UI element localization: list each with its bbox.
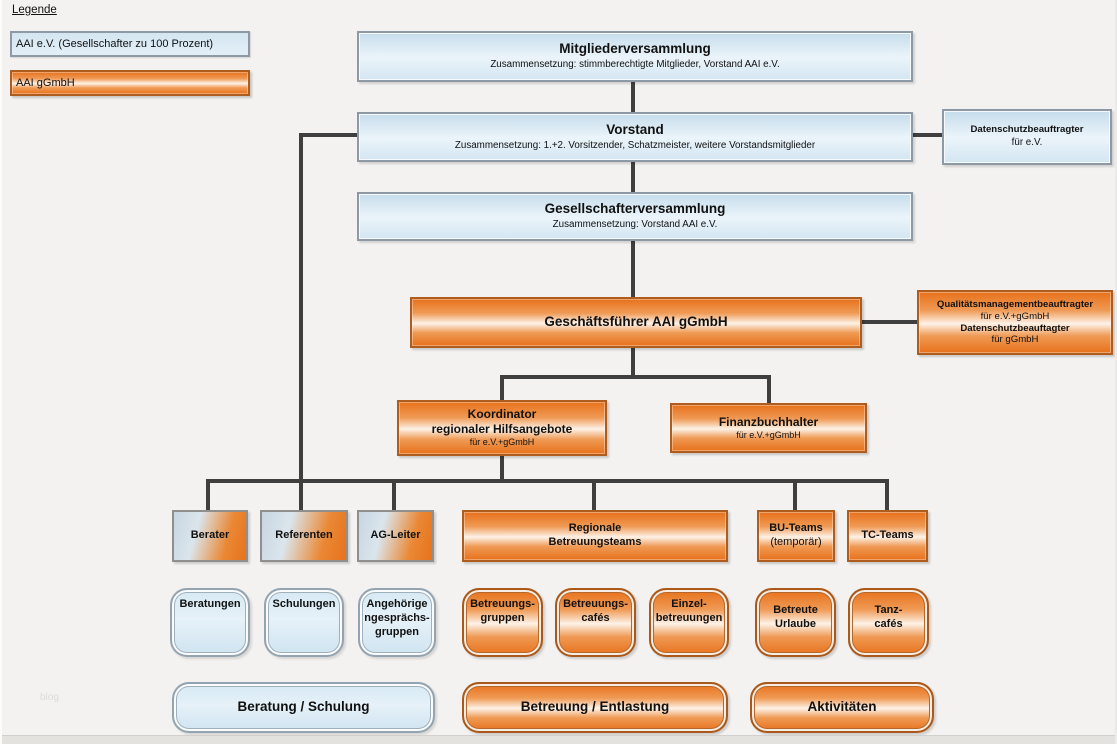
legend-title: Legende	[12, 4, 57, 16]
node-subtitle: Zusammensetzung: stimmberechtigte Mitgli…	[490, 59, 780, 71]
connector-line	[500, 456, 504, 483]
connector-line	[392, 479, 396, 511]
connector-line	[299, 133, 359, 137]
node-title: TC-Teams	[861, 529, 914, 542]
node-title: Betreuung / Entlastung	[520, 699, 670, 715]
node-line1: Betreute	[773, 604, 818, 616]
node-line3: Datenschutzbeauftagter	[960, 322, 1070, 334]
node-line1: Angehörige	[366, 598, 428, 610]
node-title-line1: Koordinator	[467, 407, 537, 422]
node-line2: Urlaube	[775, 617, 816, 630]
node-line1: BU-Teams	[769, 522, 823, 535]
node-line2: cafés	[581, 611, 610, 624]
node-bu-teams: BU-Teams (temporär)	[757, 510, 835, 562]
connector-line	[631, 162, 635, 193]
node-line2: gruppen	[480, 611, 525, 624]
node-subtitle: Zusammensetzung: Vorstand AAI e.V.	[552, 219, 718, 231]
legend-item-aai-ev: AAI e.V. (Gesellschafter zu 100 Prozent)	[10, 31, 250, 57]
node-subtitle: für e.V.+gGmbH	[469, 437, 535, 448]
node-tanzcafes: Tanz- cafés	[848, 588, 929, 657]
node-berater: Berater	[172, 510, 248, 562]
node-finanzbuchhalter: Finanzbuchhalter für e.V.+gGmbH	[670, 403, 867, 453]
legend-item-label: AAI gGmbH	[16, 77, 75, 89]
connector-line	[767, 375, 771, 405]
node-title: Aktivitäten	[807, 699, 877, 715]
node-title: Mitgliederversammlung	[559, 41, 711, 57]
node-title: Vorstand	[606, 121, 664, 137]
node-datenschutzbeauftragter-ev: Datenschutzbeauftragter für e.V.	[942, 109, 1112, 165]
watermark: blog	[40, 692, 59, 703]
node-angehoerigengespraechsgruppen: Angehörige ngesprächs- gruppen	[358, 588, 436, 657]
node-title: Beratung / Schulung	[237, 699, 370, 715]
node-title: Finanzbuchhalter	[718, 414, 819, 429]
node-einzelbetreuungen: Einzel- betreuungen	[649, 588, 729, 657]
node-line2: für e.V.+gGmbH	[980, 310, 1050, 322]
connector-line	[631, 241, 635, 298]
node-referenten: Referenten	[260, 510, 348, 562]
node-line1: Betreuungs-	[563, 598, 628, 610]
node-subtitle: für e.V.+gGmbH	[736, 429, 801, 440]
node-tc-teams: TC-Teams	[847, 510, 928, 562]
node-line1: Qualitätsmanagementbeauftragter	[936, 298, 1094, 310]
node-subtitle: Zusammensetzung: 1.+2. Vorsitzender, Sch…	[454, 139, 816, 151]
node-line2: ngesprächs-	[364, 611, 430, 624]
node-title: Beratungen	[179, 598, 241, 610]
node-beratungen: Beratungen	[170, 588, 250, 657]
node-line4: für gGmbH	[991, 334, 1039, 346]
node-beratung-schulung: Beratung / Schulung	[172, 682, 435, 733]
legend-item-label: AAI e.V. (Gesellschafter zu 100 Prozent)	[16, 38, 214, 50]
connector-line	[592, 479, 596, 511]
node-aktivitaeten: Aktivitäten	[750, 682, 934, 733]
node-subtitle: für e.V.	[1011, 137, 1043, 149]
node-line2: Betreuungsteams	[548, 536, 642, 548]
connector-line	[911, 133, 944, 137]
node-title: Geschäftsführer AAI gGmbH	[544, 314, 728, 330]
node-line1: Tanz-	[874, 604, 903, 616]
node-title: Gesellschafterversammlung	[544, 201, 726, 217]
node-title: AG-Leiter	[370, 529, 421, 542]
node-title: Berater	[190, 529, 230, 542]
node-gesellschafterversammlung: Gesellschafterversammlung Zusammensetzun…	[357, 192, 913, 241]
node-title: Datenschutzbeauftragter	[970, 124, 1084, 136]
node-line1: Einzel-	[671, 598, 707, 610]
node-vorstand: Vorstand Zusammensetzung: 1.+2. Vorsitze…	[357, 112, 913, 162]
node-ag-leiter: AG-Leiter	[357, 510, 434, 562]
node-title-line2: regionaler Hilfsangebote	[431, 422, 573, 437]
node-line1: Regionale	[568, 522, 622, 535]
node-mitgliederversammlung: Mitgliederversammlung Zusammensetzung: s…	[357, 31, 913, 82]
node-line1: Betreuungs-	[470, 598, 535, 610]
connector-line	[793, 479, 797, 511]
connector-line	[860, 320, 919, 324]
connector-line	[885, 479, 889, 511]
bottom-strip	[2, 735, 1115, 744]
node-qm-datenschutz-ggmbh: Qualitätsmanagementbeauftragter für e.V.…	[917, 290, 1113, 355]
connector-line	[299, 133, 303, 512]
connector-line	[631, 348, 635, 379]
connector-line	[206, 479, 889, 483]
legend-item-aai-ggmbh: AAI gGmbH	[10, 70, 250, 96]
node-line3: gruppen	[375, 625, 419, 638]
node-title: Schulungen	[272, 598, 336, 610]
connector-line	[631, 82, 635, 114]
node-betreuung-entlastung: Betreuung / Entlastung	[462, 682, 728, 733]
connector-line	[206, 479, 210, 511]
node-regionale-betreuungsteams: Regionale Betreuungsteams	[462, 510, 728, 562]
node-betreuungsgruppen: Betreuungs- gruppen	[462, 588, 543, 657]
node-koordinator: Koordinator regionaler Hilfsangebote für…	[397, 400, 607, 456]
node-geschaeftsfuehrer: Geschäftsführer AAI gGmbH	[410, 297, 862, 348]
node-line2: betreuungen	[655, 611, 723, 624]
node-line2: cafés	[874, 617, 903, 630]
node-line2: (temporär)	[770, 536, 822, 548]
node-betreute-urlaube: Betreute Urlaube	[755, 588, 836, 657]
node-betreuungscafes: Betreuungs- cafés	[555, 588, 636, 657]
connector-line	[500, 375, 504, 402]
node-title: Referenten	[275, 529, 333, 542]
node-schulungen: Schulungen	[264, 588, 344, 657]
connector-line	[500, 375, 771, 379]
